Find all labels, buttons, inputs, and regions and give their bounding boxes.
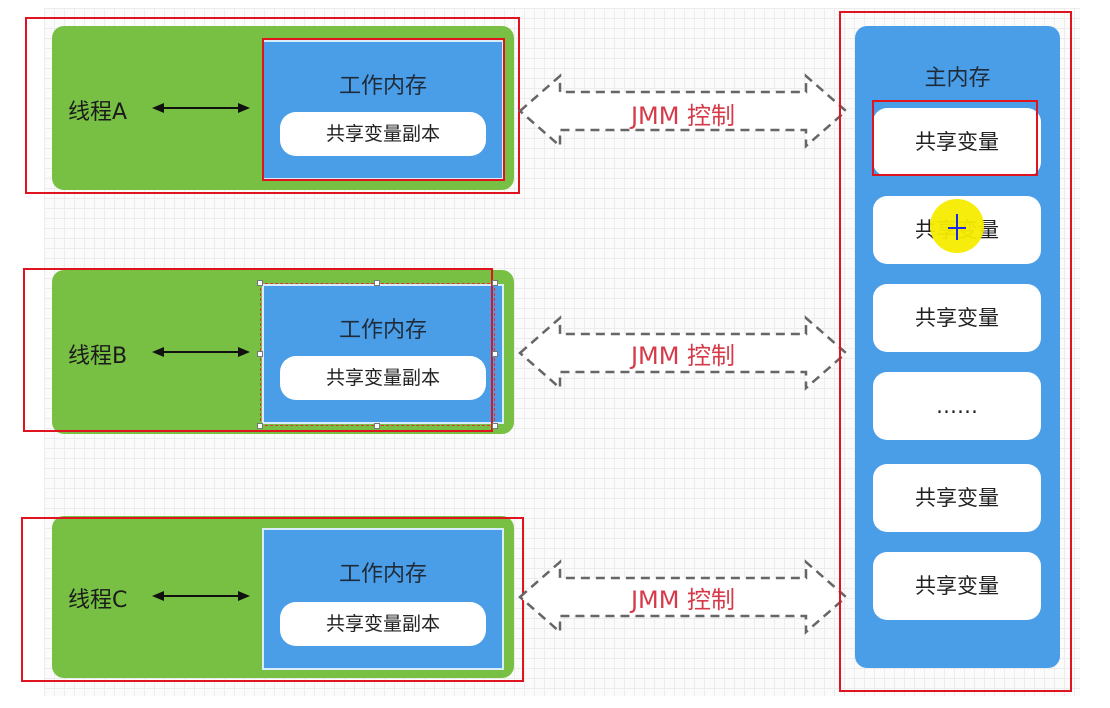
- thread-a-box[interactable]: 线程A 工作内存 共享变量副本: [52, 26, 514, 190]
- double-arrow-icon: [518, 73, 848, 149]
- jmm-control-label: JMM 控制: [630, 102, 736, 130]
- jmm-control-arrow-b[interactable]: JMM 控制: [518, 308, 848, 398]
- highlight-shared-variable: [872, 100, 1038, 176]
- jmm-control-label: JMM 控制: [630, 342, 736, 370]
- resize-handle[interactable]: [257, 351, 263, 357]
- main-memory-title: 主内存: [924, 66, 991, 91]
- shared-variable-ellipsis[interactable]: ……: [873, 372, 1041, 440]
- resize-handle[interactable]: [492, 351, 498, 357]
- thread-c-label: 线程C: [68, 588, 128, 613]
- double-arrow-icon: [518, 315, 848, 391]
- resize-handle[interactable]: [257, 423, 263, 429]
- work-memory-title: 工作内存: [338, 318, 427, 343]
- jmm-control-label: JMM 控制: [630, 586, 736, 614]
- shared-variable[interactable]: 共享变量: [873, 284, 1041, 352]
- shared-variable[interactable]: 共享变量: [873, 464, 1041, 532]
- work-memory-b[interactable]: 工作内存 共享变量副本: [262, 284, 504, 424]
- thread-b-label: 线程B: [68, 344, 128, 369]
- jmm-control-arrow-c[interactable]: JMM 控制: [518, 552, 848, 642]
- work-memory-title: 工作内存: [338, 74, 427, 99]
- main-memory-box[interactable]: 主内存 共享变量 共享变量 共享变量 …… 共享变量 共享变量: [855, 26, 1060, 668]
- work-memory-a[interactable]: 工作内存 共享变量副本: [262, 40, 504, 180]
- thread-a-label: 线程A: [68, 100, 128, 125]
- shared-variable[interactable]: 共享变量: [873, 552, 1041, 620]
- highlight-thread-b: [23, 268, 493, 432]
- highlight-thread-c: [21, 517, 524, 682]
- shared-variable-copy[interactable]: 共享变量副本: [280, 356, 486, 400]
- highlight-work-memory-a: [262, 38, 505, 181]
- selection-box[interactable]: [260, 283, 495, 426]
- resize-handle[interactable]: [374, 423, 380, 429]
- resize-handle[interactable]: [374, 280, 380, 286]
- work-memory-title: 工作内存: [338, 562, 427, 587]
- resize-handle[interactable]: [492, 423, 498, 429]
- shared-variable[interactable]: 共享变量: [873, 108, 1041, 176]
- thread-c-box[interactable]: 线程C 工作内存 共享变量副本: [52, 516, 514, 678]
- resize-handle[interactable]: [492, 280, 498, 286]
- highlight-main-memory: [839, 11, 1072, 692]
- shared-variable-copy[interactable]: 共享变量副本: [280, 112, 486, 156]
- thread-b-box[interactable]: 线程B 工作内存 共享变量副本: [52, 270, 514, 434]
- shared-variable-copy[interactable]: 共享变量副本: [280, 602, 486, 646]
- work-memory-c[interactable]: 工作内存 共享变量副本: [262, 528, 504, 670]
- bidirectional-arrow-icon: [152, 591, 250, 601]
- double-arrow-icon: [518, 559, 848, 635]
- bidirectional-arrow-icon: [152, 103, 250, 113]
- highlight-thread-a: [25, 17, 520, 194]
- crosshair-cursor-icon: [948, 227, 966, 229]
- resize-handle[interactable]: [257, 280, 263, 286]
- jmm-control-arrow-a[interactable]: JMM 控制: [518, 66, 848, 156]
- bidirectional-arrow-icon: [152, 347, 250, 357]
